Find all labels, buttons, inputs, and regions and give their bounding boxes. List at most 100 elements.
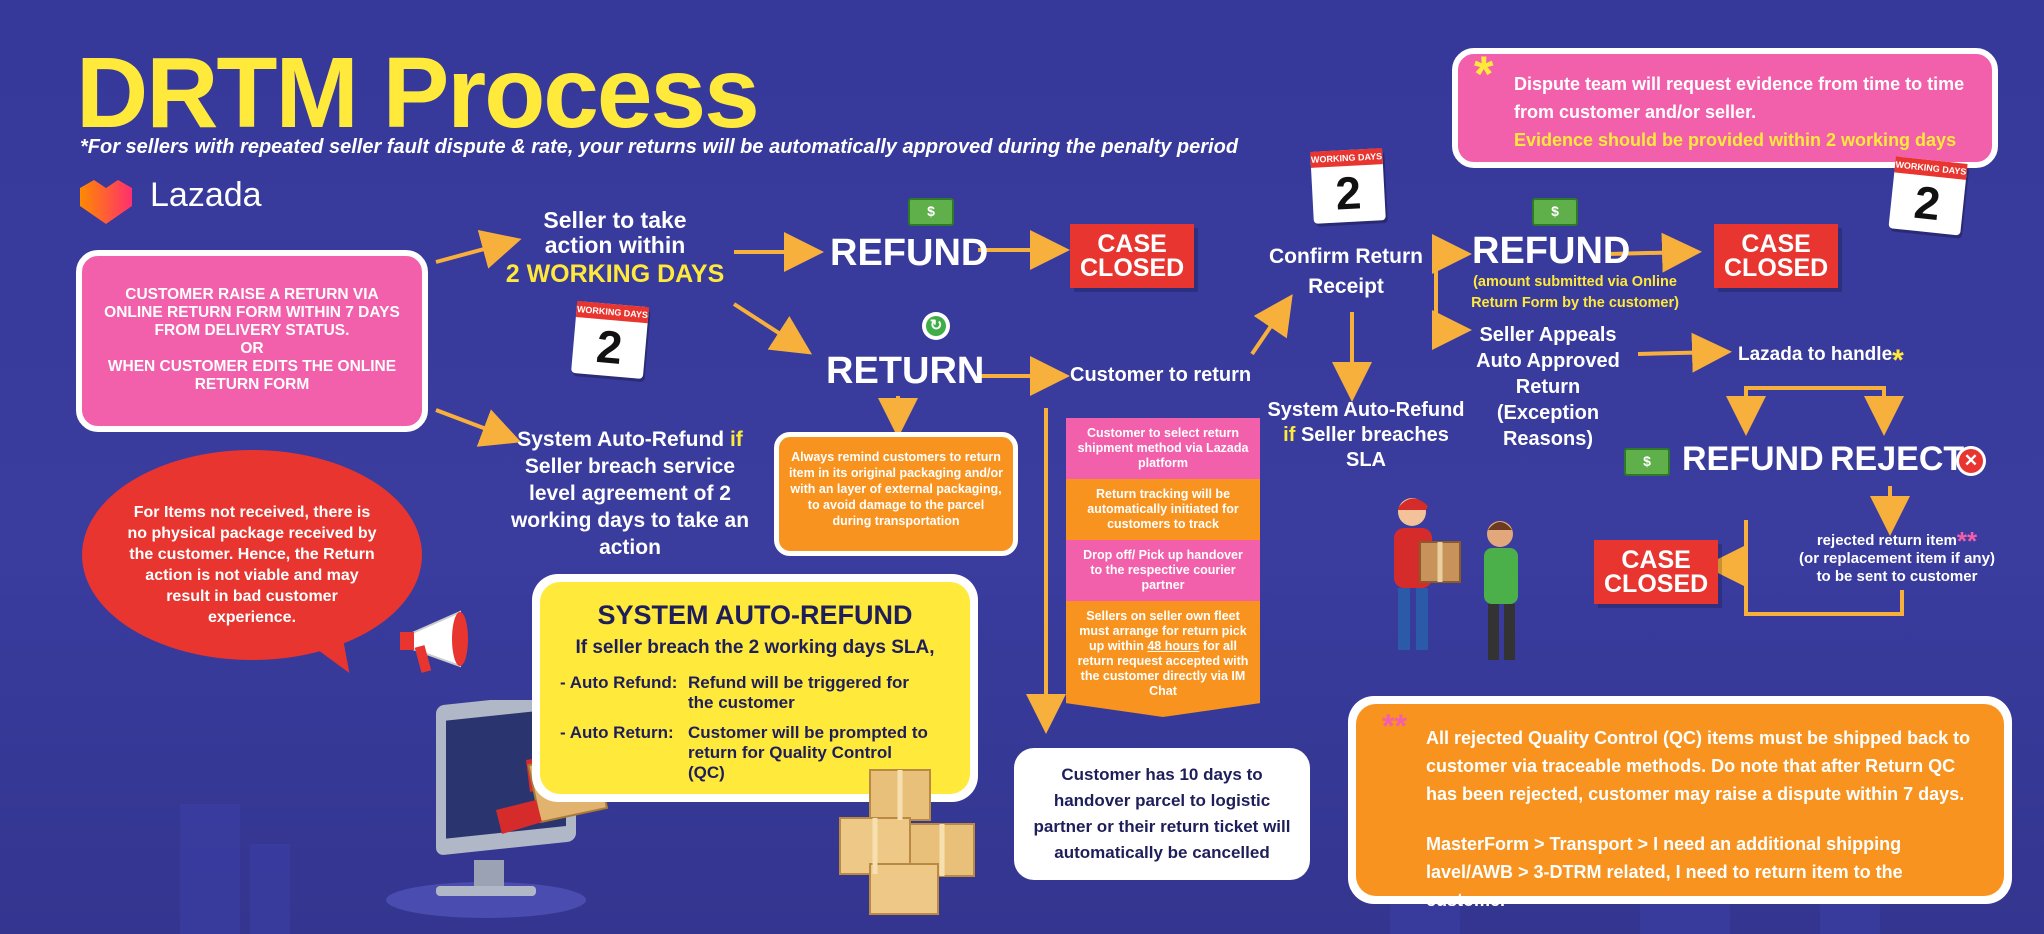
auto-refund-left: System Auto-Refund if Seller breach serv… xyxy=(500,426,760,561)
seller-action-text: Seller to take action within 2 WORKING D… xyxy=(500,208,730,287)
rejected-note-line2: (or replacement item if any) xyxy=(1799,550,1995,567)
asterisk-icon: * xyxy=(1892,344,1904,377)
refund-label: REFUND xyxy=(830,232,989,274)
handover-box: Customer has 10 days to handover parcel … xyxy=(1014,748,1310,880)
case-closed-badge: CASE CLOSED xyxy=(1594,540,1719,604)
system-box-title: SYSTEM AUTO-REFUND xyxy=(597,600,913,630)
system-auto-refund-box: SYSTEM AUTO-REFUND If seller breach the … xyxy=(532,574,978,802)
auto-refund-mid-line2: Seller breaches xyxy=(1300,424,1449,446)
return-cycle-icon: ↻ xyxy=(922,312,950,340)
auto-refund-left-prefix: System Auto-Refund xyxy=(517,428,725,451)
money-icon: $ xyxy=(1532,198,1578,226)
page-subtitle: *For sellers with repeated seller fault … xyxy=(80,136,1239,158)
seller-action-line2: action within xyxy=(544,232,686,258)
arrow-seller-to-return xyxy=(732,302,813,355)
step-item: Sellers on seller own fleet must arrange… xyxy=(1066,601,1260,717)
confirm-receipt-line1: Confirm Return xyxy=(1269,245,1423,268)
system-box-row2-text: Customer will be prompted to return for … xyxy=(688,723,928,782)
handover-pre: Customer has xyxy=(1061,765,1180,784)
seller-action-highlight: 2 WORKING DAYS xyxy=(505,260,725,288)
arrow-confirm-to-refund xyxy=(1432,234,1472,290)
auto-refund-mid: System Auto-Refund if Seller breaches SL… xyxy=(1262,398,1470,473)
qc-note-para1: All rejected Quality Control (QC) items … xyxy=(1426,728,1971,804)
step-item: Customer to select return shipment metho… xyxy=(1066,418,1260,479)
system-box-row1-text: Refund will be triggered for the custome… xyxy=(688,673,910,712)
case-closed-line2: CLOSED xyxy=(1080,254,1185,282)
calendar-icon: WORKING DAYS 2 xyxy=(1310,148,1386,224)
start-box-line2: WHEN CUSTOMER EDITS THE ONLINE RETURN FO… xyxy=(107,358,397,393)
calendar-number: 2 xyxy=(1334,166,1363,220)
skyline-building xyxy=(250,844,290,934)
start-box-or: OR xyxy=(240,340,264,357)
step-item: Drop off/ Pick up handover to the respec… xyxy=(1066,540,1260,601)
step4-text-underlined: 48 hours xyxy=(1147,639,1200,653)
system-auto-refund-inner: SYSTEM AUTO-REFUND If seller breach the … xyxy=(540,582,970,794)
case-closed-badge: CASE CLOSED xyxy=(1714,224,1839,288)
system-box-sub-post: working days SLA, xyxy=(759,637,935,658)
refund-label-lower: REFUND xyxy=(1682,440,1824,478)
money-icon: $ xyxy=(1624,448,1670,476)
system-box-row: - Auto Refund: Refund will be triggered … xyxy=(560,673,950,713)
money-icon: $ xyxy=(908,198,954,226)
auto-refund-mid-if: if xyxy=(1283,424,1296,446)
reminder-box: Always remind customers to return item i… xyxy=(774,432,1018,556)
refund-label-right: REFUND xyxy=(1472,230,1631,272)
system-box-subtitle: If seller breach the 2 working days SLA, xyxy=(560,637,950,659)
case-closed-line1: CASE xyxy=(1621,546,1691,574)
auto-refund-left-if: if xyxy=(729,428,743,451)
handover-post: days to handover parcel to logistic part… xyxy=(1033,765,1291,862)
step-item: Return tracking will be automatically in… xyxy=(1066,479,1260,540)
case-closed-line2: CLOSED xyxy=(1724,254,1829,282)
double-asterisk-icon: ** xyxy=(1382,708,1407,744)
qc-note-inner: ** All rejected Quality Control (QC) ite… xyxy=(1356,704,2004,910)
handover-days: 10 xyxy=(1179,765,1199,784)
seller-action-line1: Seller to take xyxy=(543,207,687,233)
calendar-icon: WORKING DAYS 2 xyxy=(570,300,650,380)
case-closed-badge: CASE CLOSED xyxy=(1070,224,1195,288)
auto-refund-mid-line1: System Auto-Refund xyxy=(1267,399,1465,421)
evidence-note-line2: Evidence should be provided within 2 wor… xyxy=(1514,130,1957,150)
arrow-customer-to-confirm xyxy=(1250,294,1293,356)
return-label: RETURN xyxy=(826,350,985,392)
rejected-note-line1: rejected return item xyxy=(1816,532,1957,549)
calendar-number: 2 xyxy=(1911,175,1943,231)
courier-handover-illustration xyxy=(1370,490,1540,675)
step4-text-a: Sellers on seller own fleet must arrange… xyxy=(1079,609,1247,653)
system-box-sub-pre: If seller breach the xyxy=(575,637,749,658)
case-closed-line1: CASE xyxy=(1741,230,1811,258)
parcel-boxes-illustration xyxy=(830,760,1000,925)
case-closed-line1: CASE xyxy=(1097,230,1167,258)
calendar-number: 2 xyxy=(594,319,625,374)
evidence-note: * Dispute team will request evidence fro… xyxy=(1452,48,1998,168)
lazada-handle-text: Lazada to handle xyxy=(1738,344,1893,365)
calendar-icon: WORKING DAYS 2 xyxy=(1888,156,1968,236)
rejected-note: rejected return item** (or replacement i… xyxy=(1790,528,2004,586)
evidence-note-line1: Dispute team will request evidence from … xyxy=(1514,74,1965,122)
logo-text: Lazada xyxy=(150,176,262,214)
reject-label: REJECT xyxy=(1830,440,1965,478)
seller-appeals: Seller Appeals Auto Approved Return (Exc… xyxy=(1476,324,1620,450)
arrow-start-to-auto-refund xyxy=(435,408,522,447)
system-box-sub-bold: 2 xyxy=(748,637,760,658)
return-steps: Customer to select return shipment metho… xyxy=(1066,418,1260,717)
auto-refund-mid-line3: SLA xyxy=(1346,449,1386,471)
customer-to-return: Customer to return xyxy=(1070,364,1252,386)
system-box-row: - Auto Return: Customer will be prompted… xyxy=(560,723,950,783)
start-box-line1: CUSTOMER RAISE A RETURN VIA ONLINE RETUR… xyxy=(104,286,400,339)
page-title: DRTM Process xyxy=(76,37,760,149)
arrow-start-to-seller-action xyxy=(435,229,522,269)
confirm-receipt-line2: Receipt xyxy=(1308,275,1384,298)
arrow-lazada-to-reject xyxy=(1800,386,1904,436)
arrow-appeals-to-lazada xyxy=(1637,332,1732,373)
speech-bubble: For Items not received, there is no phys… xyxy=(82,450,422,660)
system-box-row1-label: - Auto Refund: xyxy=(560,673,678,692)
arrow-refund-to-case-closed-right xyxy=(1607,232,1702,273)
refund-amount-note: (amount submitted via Online Return Form… xyxy=(1471,274,1679,311)
reject-icon: ✕ xyxy=(1956,446,1986,476)
double-asterisk-icon: ** xyxy=(1956,526,1978,556)
qc-note-para2: MasterForm > Transport > I need an addit… xyxy=(1426,834,1903,910)
skyline-building xyxy=(180,804,240,934)
step4-text-b: for all return request accepted with the… xyxy=(1077,639,1249,698)
